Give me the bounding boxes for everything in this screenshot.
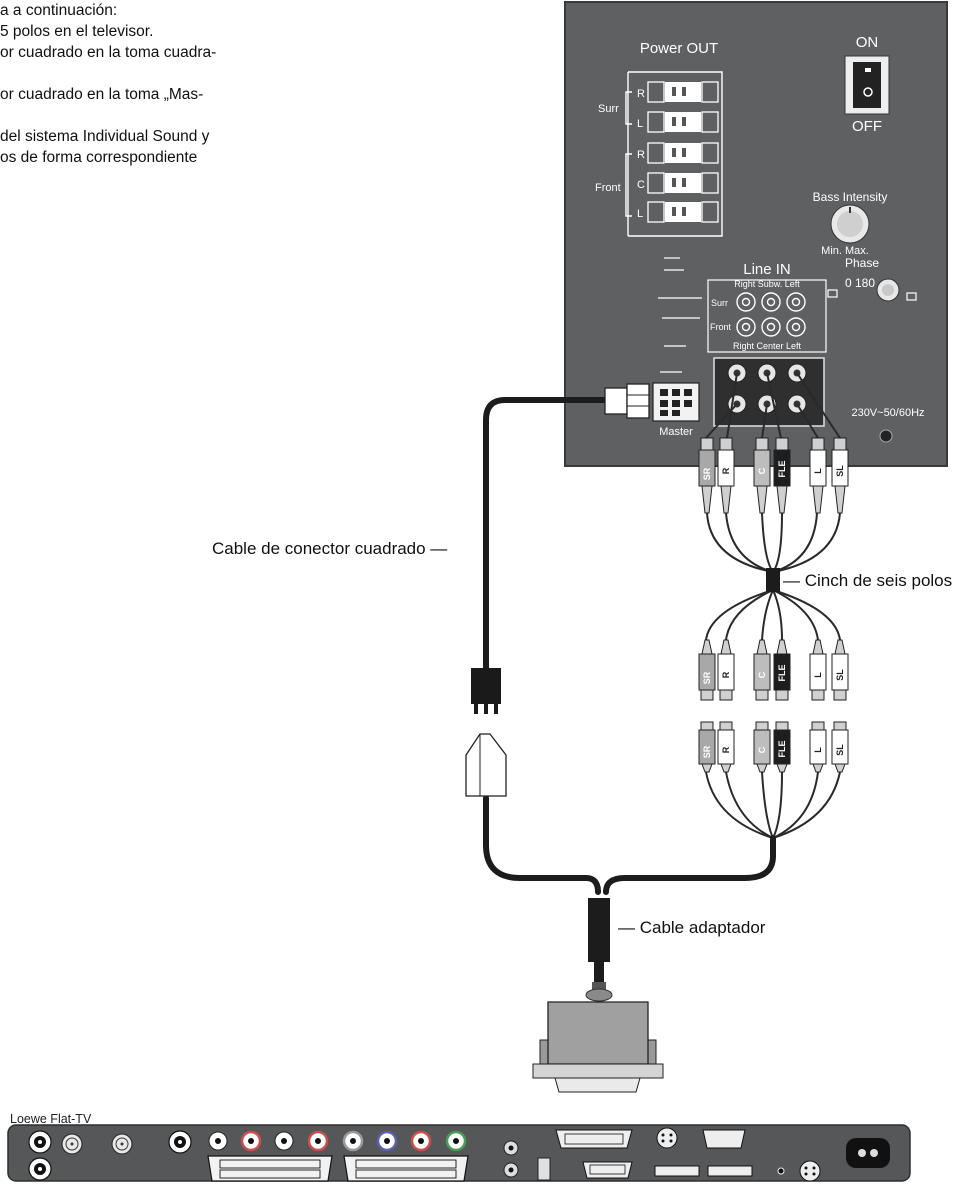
- plug-row-bottom: SR R C FLE L SL: [698, 721, 849, 773]
- master-socket: [652, 382, 700, 422]
- plug-tag-l: L: [813, 468, 823, 474]
- pin-c-front: C: [637, 179, 645, 191]
- plug-tag-c: C: [757, 467, 767, 474]
- plug-tag-r: R: [721, 746, 731, 753]
- cinch-to-adapter-cable: [603, 835, 776, 895]
- square-cable-label: Cable de conector cuadrado —: [212, 539, 448, 558]
- cinch-socket-block: [713, 357, 825, 427]
- square-connector-cable: [483, 397, 609, 895]
- phase-label: Phase: [845, 256, 879, 270]
- master-label: Master: [659, 426, 693, 438]
- plug-tag-fle: FLE: [777, 665, 787, 682]
- square-plug-top: [604, 383, 650, 419]
- cinch-hub: [766, 568, 780, 592]
- line-in-top-label: Right Subw. Left: [734, 279, 800, 289]
- plug-tag-l: L: [813, 672, 823, 678]
- tv-label: Loewe Flat-TV: [10, 1112, 92, 1126]
- usb-port: [537, 1157, 551, 1181]
- pin-r-surr: R: [637, 88, 645, 100]
- vent-slots: [658, 257, 702, 373]
- plug-tag-fle: FLE: [777, 741, 787, 758]
- antenna-socket: [28, 1130, 52, 1154]
- dsub-connector: [532, 1001, 664, 1093]
- intro-line: a a continuación:: [0, 2, 118, 19]
- plug-tag-sl: SL: [835, 744, 845, 756]
- pin-l-surr: L: [637, 118, 643, 130]
- pin-l-front: L: [637, 208, 643, 220]
- phase-indicator-right: [906, 292, 917, 301]
- plug-tag-sr: SR: [702, 467, 712, 480]
- hdmi-socket: [654, 1165, 753, 1177]
- led-indicator: [777, 1167, 785, 1175]
- phase-indicator-left: [827, 289, 838, 298]
- terminal-pins: [647, 81, 719, 223]
- plug-tag-sr: SR: [702, 671, 712, 684]
- serial-socket: [702, 1129, 746, 1149]
- intro-line: or cuadrado en la toma „Mas-: [0, 86, 204, 103]
- intro-line: or cuadrado en la toma cuadra-: [0, 44, 217, 61]
- plug-tag-sr: SR: [702, 745, 712, 758]
- rca-sockets: [208, 1130, 467, 1152]
- mains-socket: [879, 429, 893, 443]
- coax-socket: [111, 1133, 133, 1155]
- power-switch[interactable]: [844, 55, 890, 115]
- dvi-socket: [555, 1129, 633, 1149]
- intro-line: os de forma correspondiente: [0, 149, 198, 166]
- intro-text: a a continuación: 5 polos en el televiso…: [0, 0, 216, 168]
- voltage-label: 230V~50/60Hz: [851, 407, 924, 419]
- plug-tag-c: C: [757, 746, 767, 753]
- on-label: ON: [856, 34, 879, 51]
- square-plug-middle: [471, 668, 501, 714]
- power-out-label: Power OUT: [640, 40, 718, 57]
- intro-line: 5 polos en el televisor.: [0, 23, 154, 40]
- line-surr-label: Surr: [711, 298, 728, 308]
- plug-tag-r: R: [721, 671, 731, 678]
- antenna-socket: [28, 1157, 52, 1181]
- plug-tag-sl: SL: [835, 465, 845, 477]
- plug-tag-sl: SL: [835, 669, 845, 681]
- square-socket: [465, 733, 507, 797]
- bass-intensity-label: Bass Intensity: [813, 190, 888, 204]
- plug-tag-fle: FLE: [777, 461, 787, 478]
- adapter-cable: [585, 898, 613, 1002]
- plug-row-middle: SR R C FLE L SL: [698, 639, 849, 701]
- off-label: OFF: [852, 118, 882, 135]
- mini-din-socket: [799, 1160, 821, 1182]
- mini-din-socket: [656, 1127, 678, 1149]
- headphone-jacks: [503, 1140, 519, 1178]
- adapter-label: — Cable adaptador: [618, 918, 766, 937]
- coax-socket: [61, 1133, 83, 1155]
- plug-row-top: SR R C FLE L: [698, 437, 849, 514]
- surr-label: Surr: [598, 103, 619, 115]
- subwoofer-panel: Power OUT Surr Front: [564, 1, 948, 467]
- line-in-jacks: [736, 292, 806, 337]
- vga-socket: [582, 1161, 633, 1179]
- plug-tag-l: L: [813, 747, 823, 753]
- scart-connector: [343, 1155, 469, 1182]
- phase-switch[interactable]: [876, 278, 900, 302]
- line-in-bottom-label: Right Center Left: [733, 341, 802, 351]
- antenna-socket: [168, 1130, 192, 1154]
- phase-values: 0 180: [845, 276, 875, 290]
- front-label: Front: [595, 182, 621, 194]
- plug-tag-r: R: [721, 467, 731, 474]
- power-out-terminals: [625, 71, 723, 237]
- power-socket: [846, 1138, 890, 1168]
- intro-line: del sistema Individual Sound y: [0, 128, 210, 145]
- cinch-wires: [705, 372, 841, 839]
- tv-connector-panel: [7, 1124, 911, 1182]
- cinch-label: — Cinch de seis polos: [783, 571, 953, 590]
- plug-tag-c: C: [757, 671, 767, 678]
- line-front-label: Front: [710, 322, 732, 332]
- pin-r-front: R: [637, 149, 645, 161]
- line-in-label: Line IN: [743, 261, 791, 278]
- bass-intensity-knob[interactable]: [830, 204, 870, 244]
- min-max-label: Min. Max.: [821, 245, 869, 257]
- scart-connector: [207, 1155, 333, 1182]
